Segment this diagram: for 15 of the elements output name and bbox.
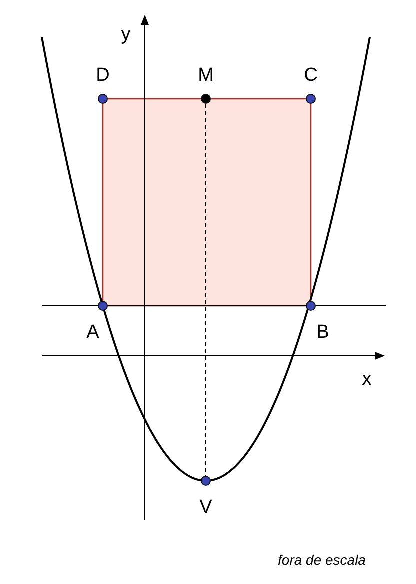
point [201, 94, 211, 104]
point [98, 94, 108, 104]
axis-label: y [121, 25, 131, 45]
point-label: D [96, 66, 110, 86]
point-label: A [86, 323, 100, 343]
point-label: C [304, 66, 318, 86]
point-label: M [198, 66, 214, 86]
point-label: V [200, 498, 212, 518]
point [98, 301, 108, 311]
point [306, 301, 316, 311]
point [201, 476, 211, 486]
point-label: B [316, 323, 330, 343]
point [306, 94, 316, 104]
caption: fora de escala [278, 551, 366, 570]
axis-label: x [362, 370, 372, 390]
